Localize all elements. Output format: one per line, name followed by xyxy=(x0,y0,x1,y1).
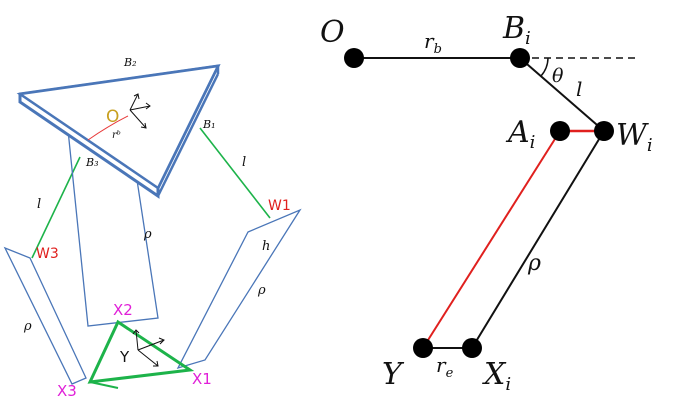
o-frame-icon xyxy=(129,93,151,129)
label-B3: B₃ xyxy=(85,156,99,169)
end-effector xyxy=(87,319,195,384)
label-O: O xyxy=(106,107,119,127)
label-B2: B₂ xyxy=(123,56,137,69)
label-l-right: l xyxy=(242,155,246,170)
label-X1: X1 xyxy=(192,370,212,388)
label-re: re xyxy=(436,353,454,381)
label-rb: rᵇ xyxy=(112,130,121,141)
link-left xyxy=(3,246,87,385)
link-B-W xyxy=(519,57,605,132)
label-h: h xyxy=(262,239,270,254)
rb-arc xyxy=(87,115,129,141)
label-Ai: Ai xyxy=(505,115,535,153)
joint-W xyxy=(594,121,614,141)
joint-B xyxy=(510,48,530,68)
planar-schematic: O rb Bi θ l Ai Wi ρ Y re Xi xyxy=(320,11,653,395)
label-Xi: Xi xyxy=(482,357,511,395)
label-l-left: l xyxy=(37,197,41,212)
label-rb-right: rb xyxy=(424,29,442,57)
joint-O xyxy=(344,48,364,68)
label-rho-left: ρ xyxy=(23,319,32,334)
link-right xyxy=(176,208,302,370)
label-Wi: Wi xyxy=(616,118,653,156)
link-W-X xyxy=(471,130,605,349)
label-O-right: O xyxy=(320,15,345,50)
label-W3: W3 xyxy=(36,246,59,262)
label-Y-right: Y xyxy=(382,357,405,392)
label-B1: B₁ xyxy=(202,118,216,131)
label-X3: X3 xyxy=(57,382,77,400)
joint-A xyxy=(550,121,570,141)
robot-sketch: B₂ B₁ B₃ O rᵇ l l ρ ρ ρ h W1 W3 X2 X1 X3… xyxy=(3,56,302,400)
end-effector-edge xyxy=(89,381,119,389)
link-A-Y xyxy=(422,130,561,349)
arm-b1-w1 xyxy=(199,127,271,219)
label-rho-right-schematic: ρ xyxy=(527,251,541,276)
label-rho-mid: ρ xyxy=(143,227,152,242)
label-X2: X2 xyxy=(113,301,133,319)
theta-arc xyxy=(540,57,549,77)
base-platform xyxy=(16,64,221,199)
label-Y-left: Y xyxy=(119,348,130,366)
label-Bi: Bi xyxy=(502,11,531,49)
label-rho-right: ρ xyxy=(257,283,266,298)
label-W1: W1 xyxy=(268,198,291,214)
joint-Y xyxy=(413,338,433,358)
label-l-right-schematic: l xyxy=(576,77,582,101)
joint-X xyxy=(462,338,482,358)
y-frame-icon xyxy=(132,329,165,367)
label-theta: θ xyxy=(552,65,564,87)
